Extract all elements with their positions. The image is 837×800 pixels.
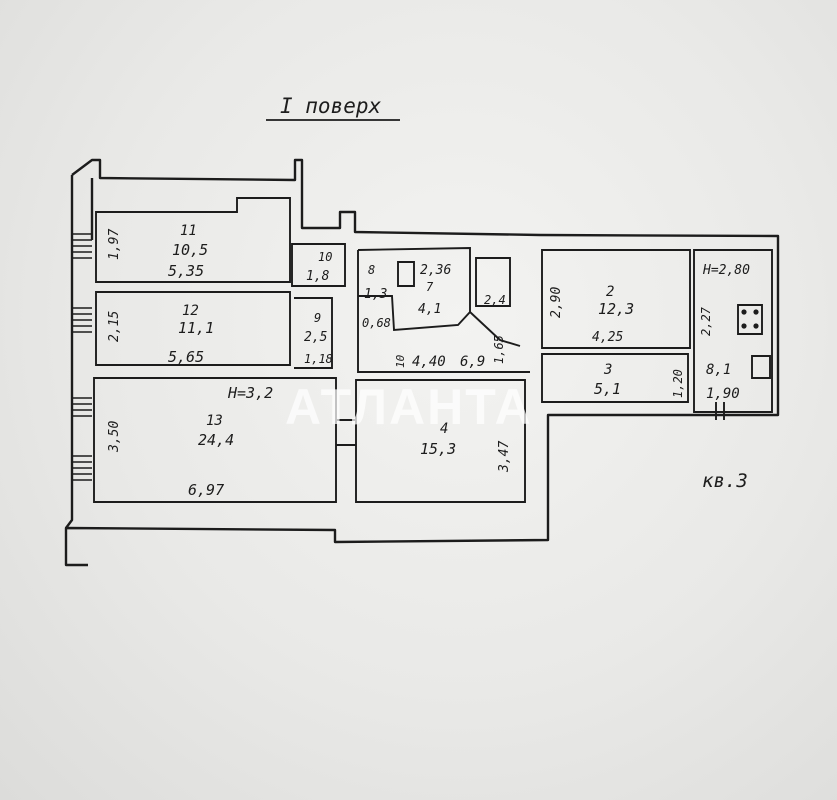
kitchen-area: 8,1: [706, 362, 731, 378]
room-4-area: 15,3: [420, 440, 456, 458]
room-5-area: 4,1: [418, 302, 441, 317]
room-3-area: 5,1: [594, 380, 621, 398]
room-6-area: 2,4: [484, 293, 506, 307]
room-13-area: 24,4: [198, 431, 234, 449]
room-7-area: 2,36: [420, 263, 451, 278]
room-8-number: 8: [368, 263, 375, 277]
ceiling-height-main: H=3,2: [227, 384, 273, 402]
room-12-width: 5,65: [168, 348, 204, 366]
room-7-number: 7: [426, 280, 434, 294]
room-11-area: 10,5: [172, 241, 208, 259]
corridor-width: 1,65: [492, 335, 506, 364]
room-9-area: 2,5: [304, 330, 328, 345]
room-9-number: 9: [314, 311, 321, 325]
room-13-depth: 3,50: [107, 421, 122, 453]
room-2-number: 2: [606, 284, 614, 300]
room-13-width: 6,97: [188, 481, 224, 499]
corridor-area: 4,40: [412, 354, 446, 370]
room-2-width: 4,25: [592, 330, 623, 345]
room-4-number: 4: [440, 421, 448, 437]
room-11-width: 5,35: [168, 262, 204, 280]
room-3-depth: 1,20: [671, 369, 685, 398]
room-3-number: 3: [603, 362, 612, 378]
room-11-depth: 1,97: [107, 229, 122, 260]
kitchen-depth: 2,27: [699, 306, 713, 336]
ceiling-height-kitchen: H=2,80: [702, 263, 750, 278]
room-2-depth: 2,90: [549, 287, 564, 318]
watermark: АТЛАНТА: [285, 379, 533, 435]
room-12-depth: 2,15: [107, 311, 122, 342]
corridor-number: 10: [394, 354, 407, 368]
room-11-number: 11: [180, 223, 197, 239]
room-8-area: 1,3: [364, 287, 387, 302]
interior-walls: [93, 197, 773, 503]
room-8-width: 0,68: [362, 316, 391, 330]
kitchen-width: 1,90: [706, 386, 740, 402]
plan-title: I поверх: [280, 94, 382, 118]
apartment-label: кв.3: [702, 470, 748, 492]
room-9-width: 1,18: [304, 352, 333, 366]
room-12-number: 12: [182, 303, 199, 319]
room-10-number: 10: [318, 250, 332, 264]
room-2-area: 12,3: [598, 300, 634, 318]
stove-burners: [741, 309, 759, 329]
room-10-area: 1,8: [306, 269, 330, 284]
room-13-number: 13: [206, 413, 223, 429]
outer-walls: [64, 158, 780, 567]
corridor-length: 6,9: [460, 354, 485, 370]
room-4-depth: 3,47: [497, 441, 512, 473]
window-hatches: [72, 233, 92, 481]
room-12-area: 11,1: [178, 319, 214, 337]
